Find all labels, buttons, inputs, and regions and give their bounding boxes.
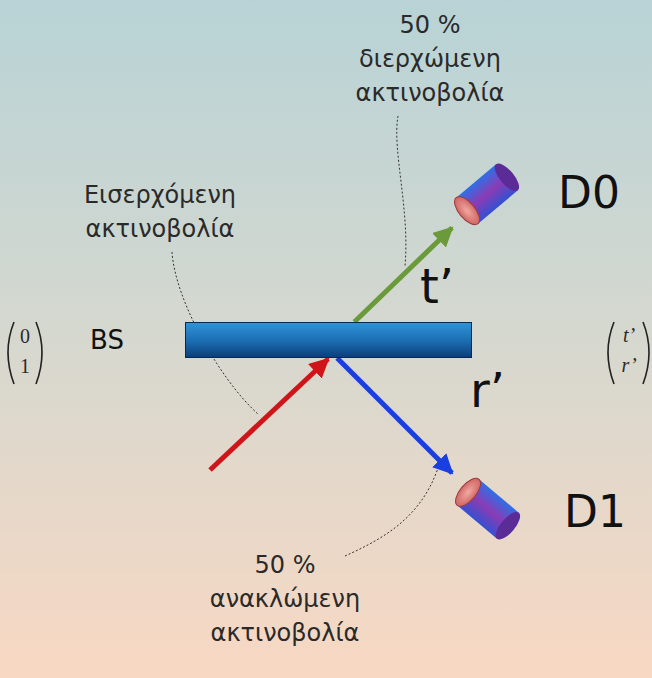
beam-arrow: [337, 358, 452, 473]
detector-symbol: [452, 155, 522, 233]
vector-bracket: [608, 322, 614, 384]
leader-line: [345, 468, 438, 556]
edge-label: r’: [470, 366, 505, 414]
edge-label: t’: [420, 262, 454, 310]
vector-entry: 1: [16, 353, 34, 379]
vector-bracket: [36, 322, 42, 384]
annotation: 50 % ανακλώμενη ακτινοβολία: [195, 548, 375, 650]
vector-entry: 0: [16, 323, 34, 349]
beam-splitter: BS: [185, 322, 472, 358]
vector-bracket: [643, 322, 649, 384]
incoming-beam: [210, 359, 328, 470]
annotation: 50 % διερχώμενη ακτινοβολία: [345, 8, 515, 110]
vector-entry: r’: [617, 352, 641, 378]
detector: D1: [452, 470, 524, 548]
detector-lens: [451, 474, 485, 510]
detector-symbol: [452, 470, 524, 548]
node-label: D0: [558, 171, 620, 215]
detector-lens: [450, 193, 484, 229]
annotation: Εισερχόμενη ακτινοβολία: [55, 178, 265, 246]
detector-cap: [492, 508, 525, 543]
detector-cap: [491, 160, 524, 195]
vector-bracket: [8, 322, 14, 384]
leader-line: [397, 116, 406, 266]
vector-entry: t’: [617, 322, 641, 348]
node-label: D1: [564, 490, 626, 534]
detector: D0: [452, 155, 522, 233]
node-label: BS: [90, 327, 124, 353]
